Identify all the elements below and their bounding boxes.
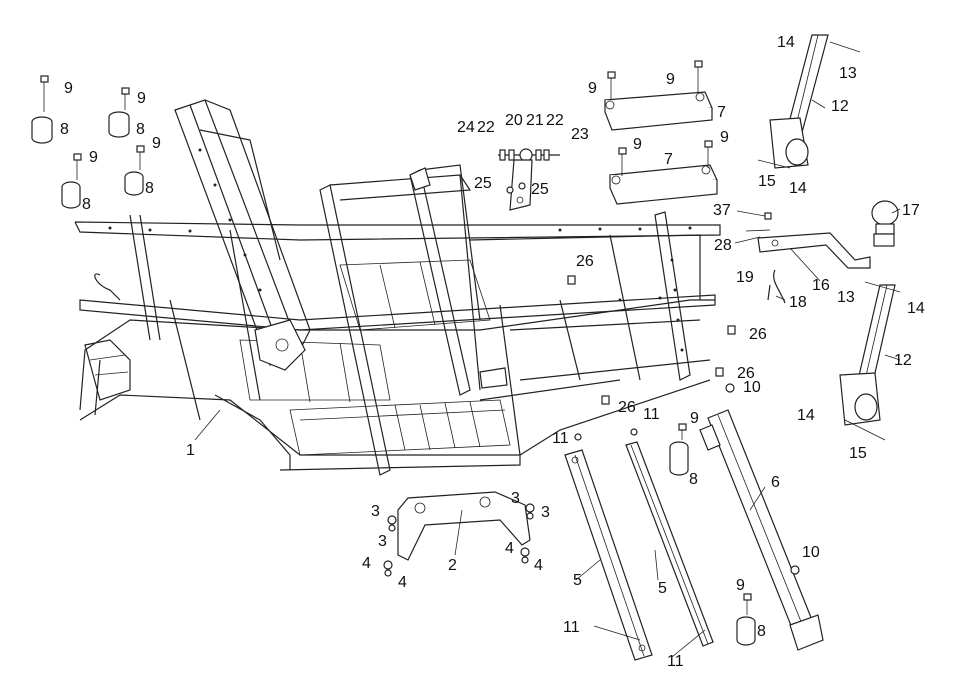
label-3: 3	[371, 503, 380, 520]
label-9: 9	[152, 135, 161, 152]
label-14: 14	[789, 180, 807, 197]
label-9: 9	[64, 80, 73, 97]
label-3: 3	[541, 504, 550, 521]
label-3: 3	[378, 533, 387, 550]
label-5: 5	[573, 572, 582, 589]
label-9: 9	[588, 80, 597, 97]
label-22: 22	[477, 119, 495, 136]
label-23: 23	[571, 126, 589, 143]
label-11: 11	[667, 653, 684, 670]
label-6: 6	[771, 474, 780, 491]
label-4: 4	[505, 540, 514, 557]
label-8: 8	[689, 471, 698, 488]
spacer-4	[61, 153, 82, 209]
label-13: 13	[839, 65, 857, 82]
label-3: 3	[511, 490, 520, 507]
label-9: 9	[89, 149, 98, 166]
label-18: 18	[789, 294, 807, 311]
spacer-5	[669, 423, 689, 476]
mount-plates	[604, 60, 718, 205]
label-13: 13	[837, 289, 855, 306]
label-9: 9	[690, 410, 699, 427]
main-frame	[74, 99, 721, 476]
label-8: 8	[145, 180, 154, 197]
label-16: 16	[812, 277, 830, 294]
spacer-3	[124, 145, 145, 196]
spacer-2	[108, 87, 130, 138]
label-14: 14	[797, 407, 815, 424]
label-25: 25	[531, 181, 549, 198]
label-7: 7	[664, 151, 673, 168]
label-26: 26	[737, 365, 755, 382]
label-9: 9	[137, 90, 146, 107]
label-26: 26	[749, 326, 767, 343]
label-26: 26	[576, 253, 594, 270]
label-15: 15	[849, 445, 867, 462]
label-1: 1	[186, 442, 195, 459]
shock-absorber-lower	[839, 281, 901, 441]
label-11: 11	[563, 619, 580, 636]
label-19: 19	[736, 269, 754, 286]
label-2: 2	[448, 557, 457, 574]
spacer-bushings	[31, 75, 756, 646]
label-10: 10	[743, 379, 761, 396]
label-21: 21	[526, 112, 544, 129]
label-11: 11	[643, 406, 660, 423]
label-7: 7	[717, 104, 726, 121]
label-9: 9	[633, 136, 642, 153]
label-8: 8	[757, 623, 766, 640]
label-17: 17	[902, 202, 920, 219]
label-11: 11	[552, 430, 569, 447]
label-26: 26	[618, 399, 636, 416]
label-14: 14	[907, 300, 925, 317]
label-24: 24	[457, 119, 475, 136]
label-9: 9	[720, 129, 729, 146]
label-9: 9	[666, 71, 675, 88]
label-22: 22	[546, 112, 564, 129]
label-12: 12	[894, 352, 912, 369]
label-8: 8	[60, 121, 69, 138]
cross-bracket	[383, 491, 535, 577]
label-4: 4	[362, 555, 371, 572]
label-20: 20	[505, 112, 523, 129]
callout-labels: 1 2 3 3 3 3 4 4 4 4 5 5 6 7 7 8 8 8 8 8 …	[60, 34, 925, 670]
side-rails	[564, 383, 824, 661]
label-25: 25	[474, 175, 492, 192]
label-8: 8	[136, 121, 145, 138]
label-28: 28	[714, 237, 732, 254]
spacer-6	[736, 593, 756, 646]
label-4: 4	[534, 557, 543, 574]
label-12: 12	[831, 98, 849, 115]
label-8: 8	[82, 196, 91, 213]
label-14: 14	[777, 34, 795, 51]
clip-nuts	[567, 275, 736, 405]
tow-hitch	[745, 200, 899, 304]
label-5: 5	[658, 580, 667, 597]
label-4: 4	[398, 574, 407, 591]
label-15: 15	[758, 173, 776, 190]
label-37: 37	[713, 202, 731, 219]
shock-absorber-upper	[757, 34, 861, 169]
label-9: 9	[736, 577, 745, 594]
spacer-1	[31, 75, 53, 144]
linkage-assembly	[498, 148, 560, 211]
label-10: 10	[802, 544, 820, 561]
leader-lines	[194, 99, 901, 658]
